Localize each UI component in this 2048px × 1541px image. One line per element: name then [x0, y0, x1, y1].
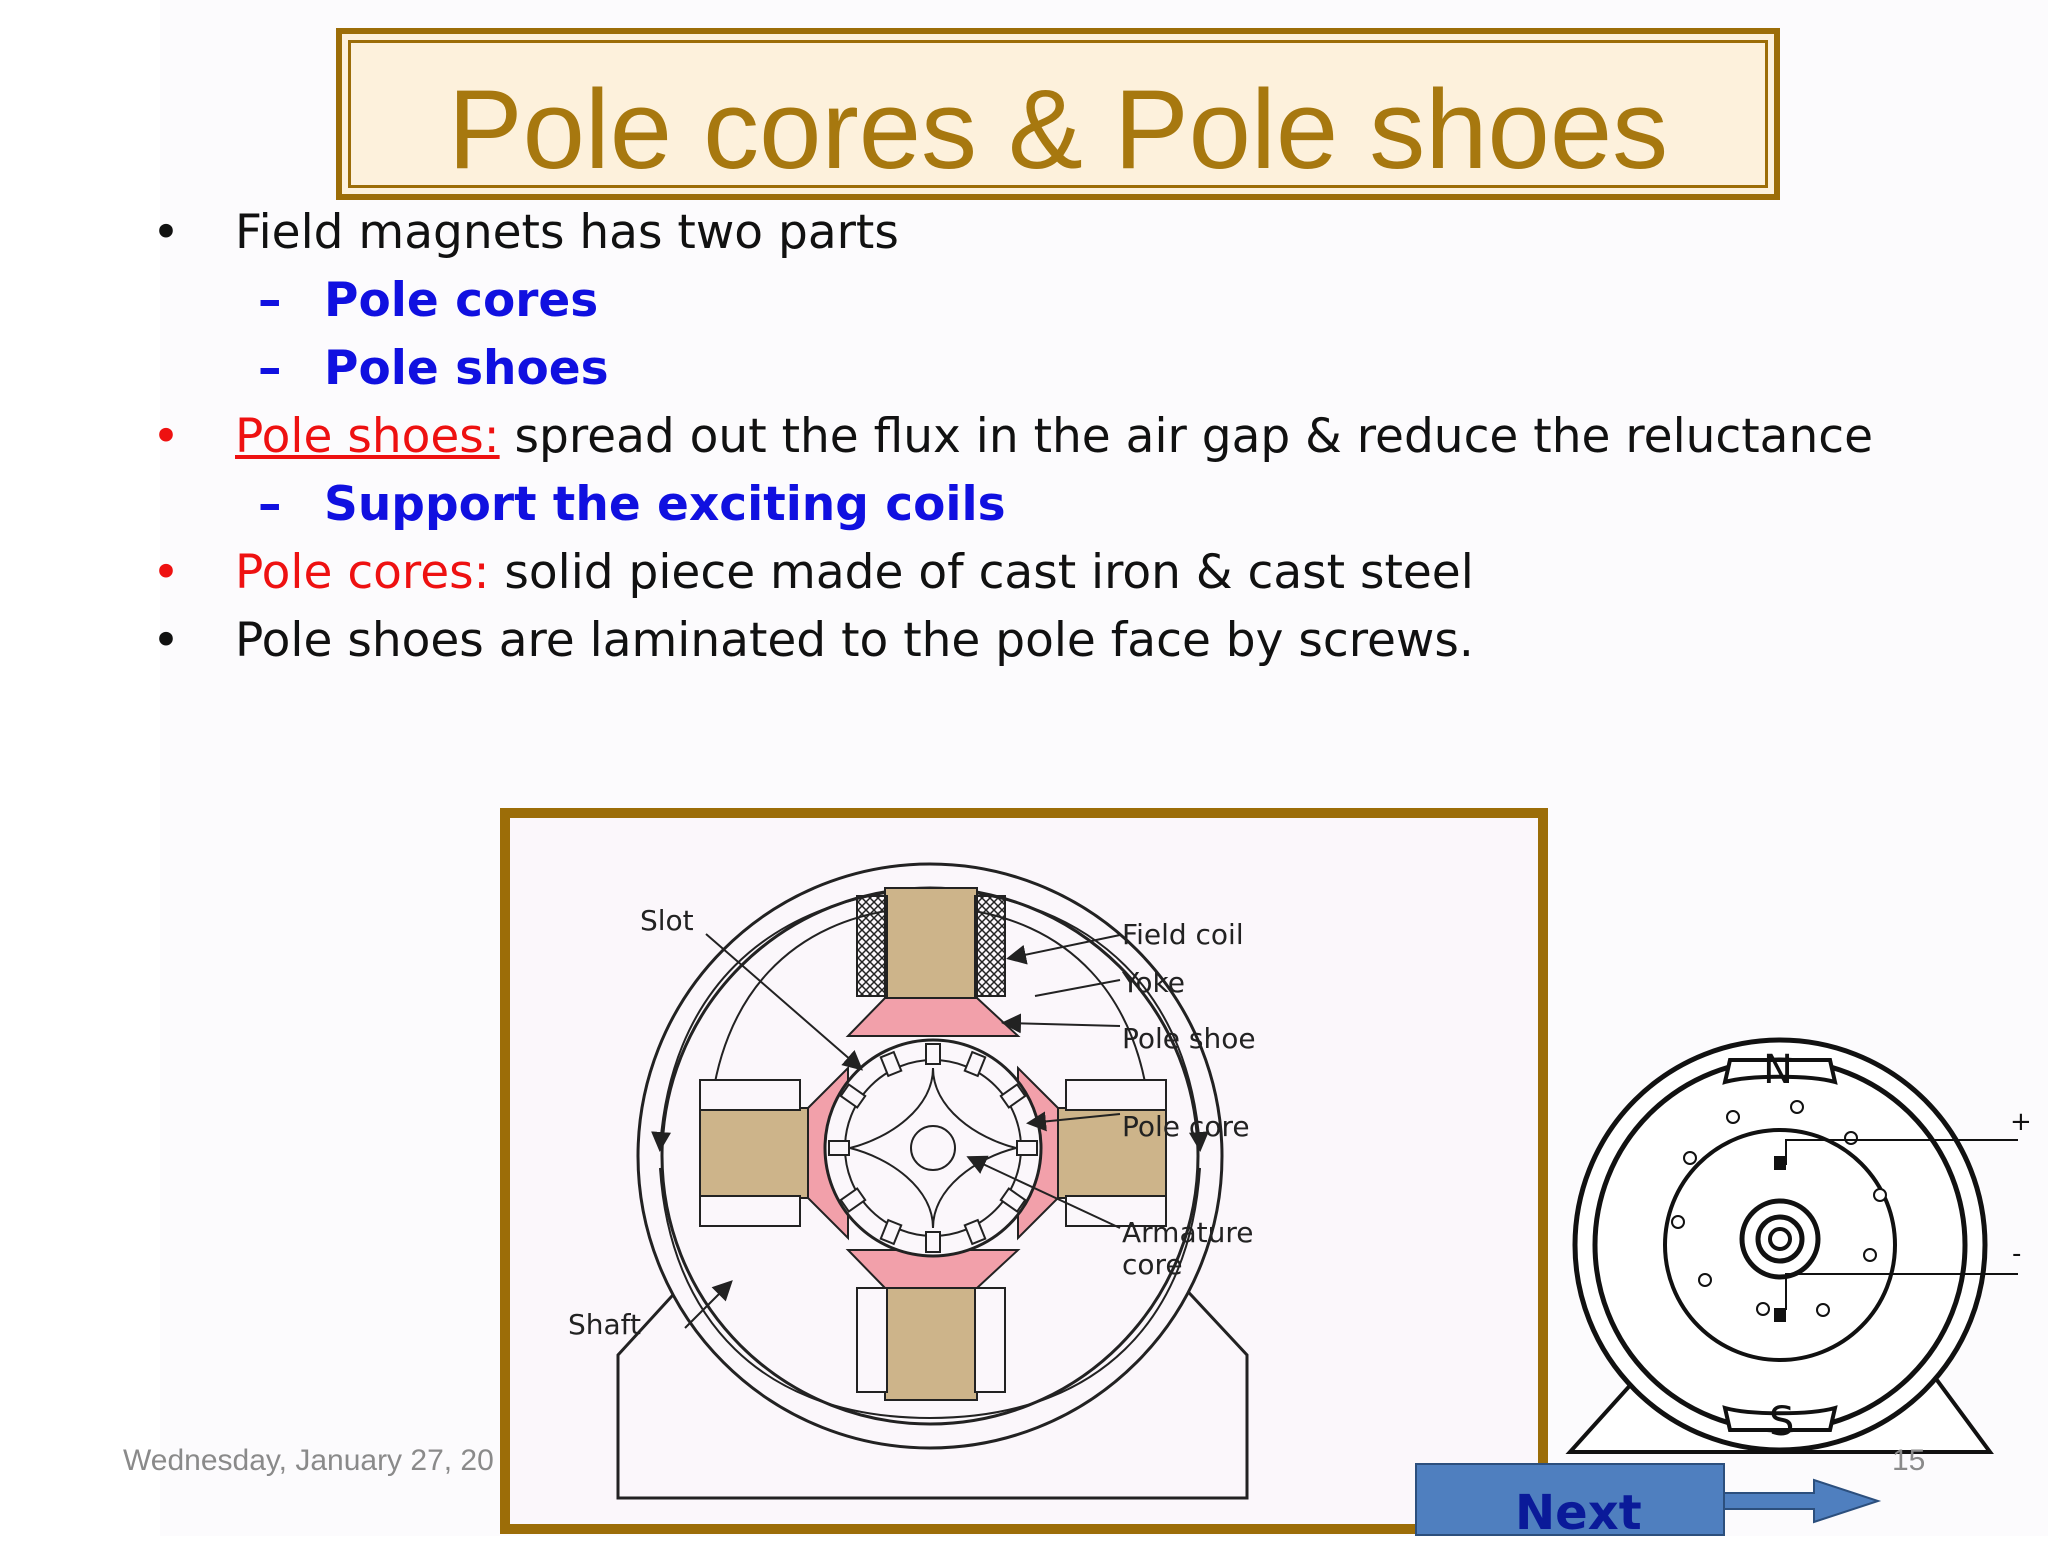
label-field-coil: Field coil [1122, 918, 1244, 951]
footer-date: Wednesday, January 27, 20 [123, 1444, 494, 1477]
sub-bullet-text: Pole cores [324, 273, 599, 328]
machine-base [616, 1236, 1249, 1500]
pole-top [845, 887, 1021, 1037]
sub-bullet-text: Pole shoes [324, 341, 609, 396]
machine-diagram-frame: Slot Field coil Yoke Pole shoe Pole core… [500, 808, 1548, 1534]
terminal-plus-label: + [2010, 1107, 2032, 1137]
bullet-text: Field magnets has two parts [235, 205, 899, 260]
bullet-marker: • [152, 545, 180, 600]
label-core: core [1122, 1248, 1183, 1281]
label-yoke: Yoke [1121, 966, 1185, 999]
label-armature: Armature [1122, 1216, 1253, 1249]
bullet-text: Pole shoes are laminated to the pole fac… [235, 613, 1474, 668]
label-pole-shoe: Pole shoe [1122, 1022, 1256, 1055]
two-pole-motor-sketch: N S + - [1565, 1037, 2032, 1454]
bullet-marker: • [152, 205, 180, 260]
pole-bottom [845, 1249, 1021, 1401]
term-pole-shoes: Pole shoes: [235, 409, 500, 464]
label-pole-core: Pole core [1122, 1110, 1250, 1143]
label-shaft: Shaft [568, 1308, 641, 1341]
pole-south-label: S [1769, 1399, 1794, 1445]
dash-marker: – [258, 341, 282, 396]
sub-bullet-text: Support the exciting coils [324, 477, 1006, 532]
terminal-minus-label: - [2012, 1239, 2021, 1269]
next-button-label: Next [1515, 1485, 1642, 1541]
bullet-marker: • [152, 613, 180, 668]
term-pole-cores: Pole cores: [235, 545, 490, 600]
dash-marker: – [258, 273, 282, 328]
next-arrow-icon[interactable] [1722, 1478, 1882, 1524]
pole-north-label: N [1763, 1047, 1793, 1093]
bullet-marker: • [152, 409, 180, 464]
label-slot: Slot [640, 904, 694, 937]
dc-machine-cross-section: Slot Field coil Yoke Pole shoe Pole core… [568, 862, 1256, 1500]
bullet-text: spread out the flux in the air gap & red… [499, 409, 1874, 464]
next-button[interactable]: Next [1415, 1463, 1725, 1541]
shaft [910, 1125, 956, 1171]
leader-lines [684, 933, 1121, 1329]
title-box: Pole cores & Pole shoes [336, 28, 1780, 200]
bullet-text: solid piece made of cast iron & cast ste… [489, 545, 1474, 600]
page-number: 15 [1892, 1444, 1926, 1477]
armature-slots [828, 1043, 1038, 1253]
dash-marker: – [258, 477, 282, 532]
slide-title: Pole cores & Pole shoes [447, 67, 1669, 192]
